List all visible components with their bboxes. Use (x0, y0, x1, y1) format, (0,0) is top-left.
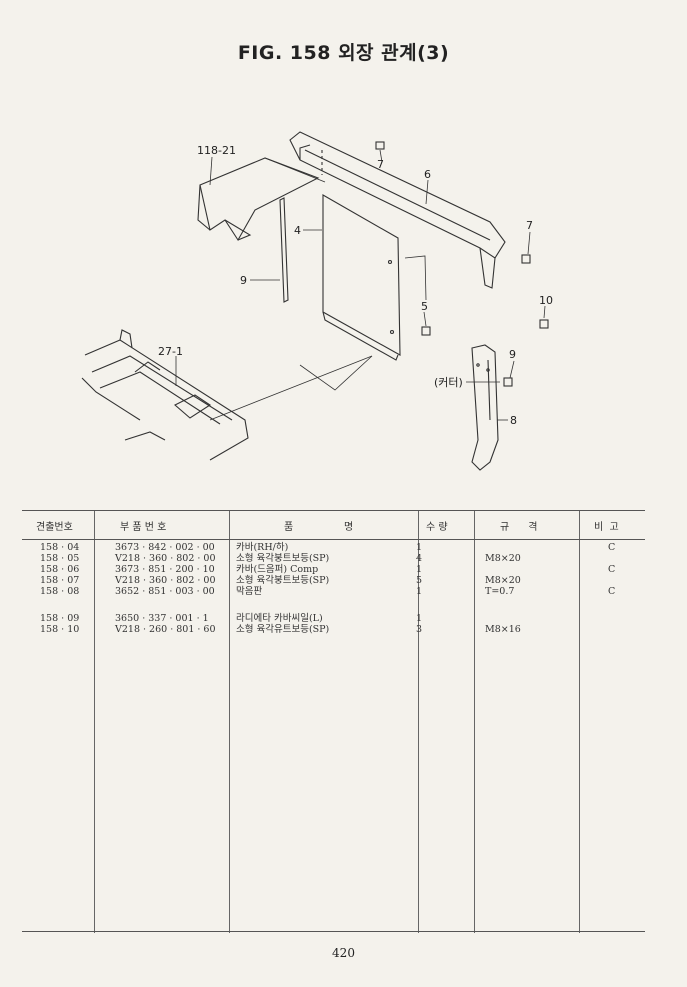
page-title: FIG. 158 외장 관계(3) (237, 42, 450, 64)
part-9-strip-outline (279, 197, 289, 303)
header-part-name: 품 명 (284, 522, 354, 533)
part-6-outline (289, 131, 506, 289)
part-8-outline (471, 344, 499, 471)
callout-27-1: 27-1 (158, 345, 183, 358)
bolt-shapes (375, 141, 549, 387)
part-4-outline (322, 194, 401, 361)
callout-10: 10 (539, 294, 553, 307)
callout-5: 5 (421, 300, 428, 313)
header-part-number: 부 품 번 호 (120, 522, 167, 533)
callout-9-strip: 9 (240, 274, 247, 287)
callout-4: 4 (294, 224, 301, 237)
table-header: 견출번호 부 품 번 호 품 명 수 량 규 격 비 고 (22, 510, 645, 540)
header-remark: 비 고 (594, 522, 619, 533)
callout-118-21: 118-21 (197, 144, 236, 157)
page-number: 420 (332, 946, 355, 960)
header-quantity: 수 량 (426, 522, 448, 533)
callout-cutter: (커터) (434, 376, 463, 389)
callout-8: 8 (510, 414, 517, 427)
exploded-parts-diagram: 118-21 7 6 7 4 9 5 10 27-1 9 (커터) 8 (81, 131, 553, 471)
callout-7-right: 7 (526, 219, 533, 232)
table-bottom-rule (22, 931, 645, 932)
callout-7-top: 7 (377, 158, 384, 171)
callout-9-bolt: 9 (509, 348, 516, 361)
callout-6: 6 (424, 168, 431, 181)
header-index-no: 견출번호 (36, 522, 73, 533)
header-spec: 규 격 (500, 522, 538, 533)
part-27-1-frame-outline (81, 329, 249, 461)
